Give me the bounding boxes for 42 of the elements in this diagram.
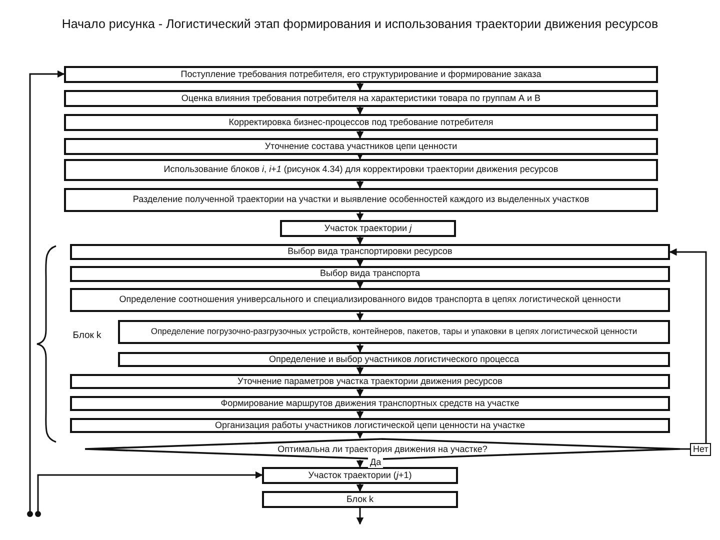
arrow bbox=[356, 259, 364, 267]
process-box: Поступление требования потребителя, его структурирование и формирование заказа bbox=[64, 66, 658, 83]
process-box: Уточнение параметров участка траектории движения ресурсов bbox=[70, 374, 670, 389]
arrow bbox=[356, 411, 364, 419]
arrow bbox=[356, 460, 364, 468]
decision-text: Оптимальна ли траектория движения на участке? bbox=[278, 444, 488, 454]
process-box: Корректировка бизнес-процессов под требование потребителя bbox=[64, 114, 658, 131]
arrow bbox=[356, 344, 364, 353]
process-box: Участок траектории j bbox=[280, 220, 456, 237]
arrow bbox=[356, 431, 364, 439]
arrow bbox=[356, 367, 364, 375]
process-box: Организация работы участников логистической цепи ценности на участке bbox=[70, 418, 670, 433]
arrow bbox=[29, 70, 65, 514]
block-label: Блок k bbox=[72, 330, 102, 342]
process-box: Определение погрузочно-разгрузочных устройств, контейнеров, пакетов, тары и упаковки в цепях логистической ценности bbox=[118, 320, 670, 344]
process-box: Формирование маршрутов движения транспортных средств на участке bbox=[70, 396, 670, 411]
process-box: Блок k bbox=[262, 491, 458, 508]
arrow bbox=[356, 389, 364, 397]
diagram-title: Начало рисунка - Логистический этап формирования и использования траектории движения ресурсов bbox=[60, 16, 660, 33]
process-box: Участок траектории (j+1) bbox=[262, 467, 458, 484]
arrow bbox=[356, 107, 364, 115]
edge-label: Да bbox=[368, 457, 384, 468]
arrow bbox=[356, 212, 364, 221]
process-box: Разделение полученной траектории на участки и выявление особенностей каждого из выделенных участков bbox=[64, 188, 658, 212]
arrow bbox=[37, 471, 263, 514]
arrow bbox=[669, 248, 707, 450]
arrow bbox=[356, 83, 364, 91]
process-box: Выбор вида транспорта bbox=[70, 266, 670, 282]
arrow bbox=[356, 131, 364, 139]
arrow bbox=[356, 484, 364, 492]
arrow bbox=[356, 508, 364, 525]
process-box: Оценка влияния требования потребителя на характеристики товара по группам А и В bbox=[64, 90, 658, 107]
arrow bbox=[356, 181, 364, 189]
arrow bbox=[356, 281, 364, 289]
process-box: Определение и выбор участников логистического процесса bbox=[118, 352, 670, 367]
process-box: Определение соотношения универсального и специализированного видов транспорта в цепях логистической ценности bbox=[70, 288, 670, 312]
process-box: Использование блоков i, i+1 (рисунок 4.34) для корректировки траектории движения ресурсов bbox=[64, 159, 658, 181]
process-box: Уточнение состава участников цепи ценности bbox=[64, 138, 658, 155]
process-box: Выбор вида транспортировки ресурсов bbox=[70, 244, 670, 260]
arrow bbox=[356, 312, 364, 321]
arrow bbox=[356, 237, 364, 245]
edge-label: Нет bbox=[690, 443, 712, 456]
